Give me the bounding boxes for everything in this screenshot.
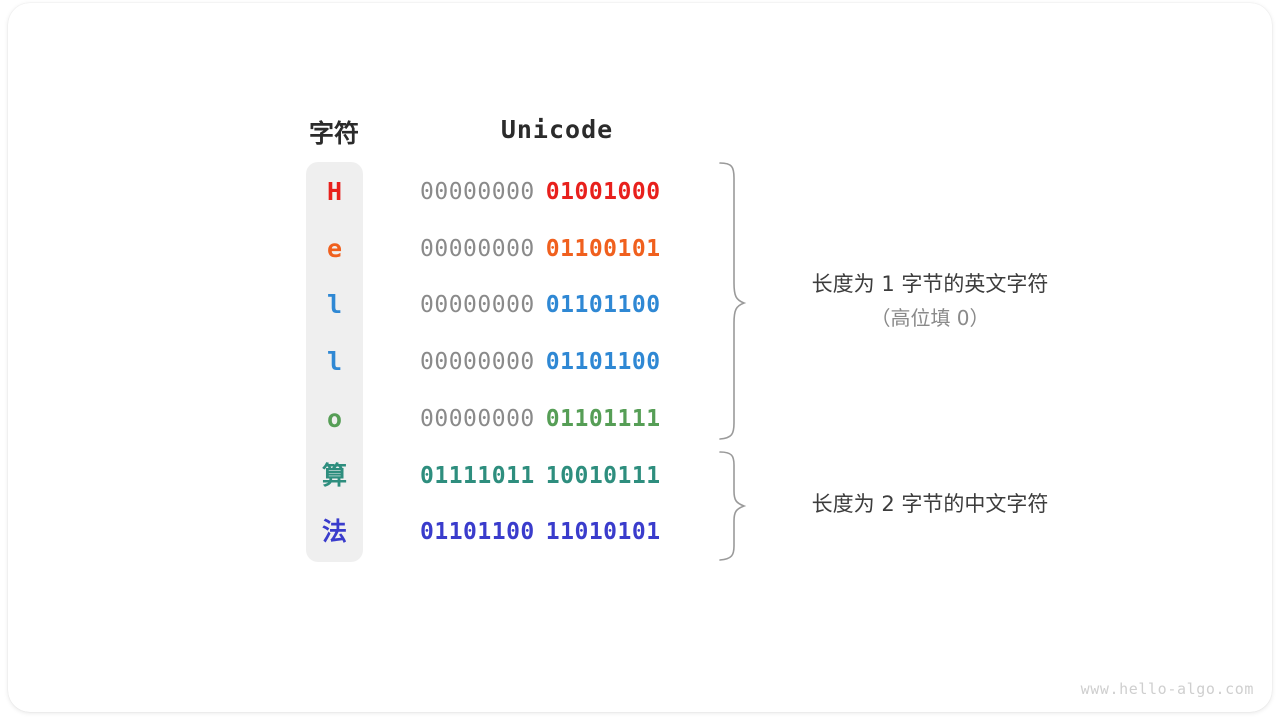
unicode-row: 00000000 01100101	[420, 234, 700, 264]
annotation-two-byte: 长度为 2 字节的中文字符	[775, 487, 1085, 521]
character-cell: 法	[321, 517, 347, 547]
unicode-low-byte: 01101100	[545, 292, 661, 319]
unicode-high-byte: 00000000	[420, 292, 535, 319]
unicode-high-byte: 01111011	[420, 462, 535, 489]
column-header-character: 字符	[308, 119, 359, 148]
character-cell: l	[326, 347, 343, 377]
unicode-low-byte: 10010111	[545, 462, 661, 489]
watermark: www.hello-algo.com	[1080, 680, 1254, 698]
character-cell: o	[326, 403, 343, 433]
brace-group-1-byte	[719, 162, 747, 440]
unicode-row: 00000000 01101100	[420, 290, 700, 320]
unicode-low-byte: 01100101	[545, 235, 661, 262]
annotation-one-byte-line1: 长度为 1 字节的英文字符	[811, 272, 1049, 296]
character-cell: l	[326, 290, 343, 320]
unicode-high-byte: 00000000	[420, 405, 535, 432]
unicode-low-byte: 01101100	[545, 349, 661, 376]
unicode-low-byte: 01101111	[545, 405, 661, 432]
unicode-high-byte: 01101100	[420, 519, 535, 546]
unicode-low-byte: 01001000	[545, 179, 661, 205]
unicode-row: 01111011 10010111	[420, 461, 700, 491]
brace-group-2-byte	[719, 451, 747, 561]
annotation-one-byte-line2: （高位填 0）	[870, 306, 990, 330]
annotation-two-byte-line1: 长度为 2 字节的中文字符	[811, 492, 1049, 516]
character-cell: e	[326, 233, 343, 263]
unicode-high-byte: 00000000	[420, 179, 535, 205]
annotation-one-byte: 长度为 1 字节的英文字符 （高位填 0）	[775, 267, 1085, 335]
unicode-high-byte: 00000000	[420, 349, 535, 376]
character-cell: 算	[321, 460, 347, 490]
unicode-row: 01101100 11010101	[420, 517, 700, 547]
unicode-low-byte: 11010101	[545, 519, 661, 546]
character-cell: H	[326, 177, 343, 206]
unicode-row: 00000000 01101111	[420, 404, 700, 434]
unicode-row: 00000000 01001000	[420, 177, 700, 207]
column-header-unicode: Unicode	[500, 115, 614, 144]
figure-card	[8, 3, 1272, 712]
unicode-row: 00000000 01101100	[420, 347, 700, 377]
unicode-high-byte: 00000000	[420, 235, 535, 262]
